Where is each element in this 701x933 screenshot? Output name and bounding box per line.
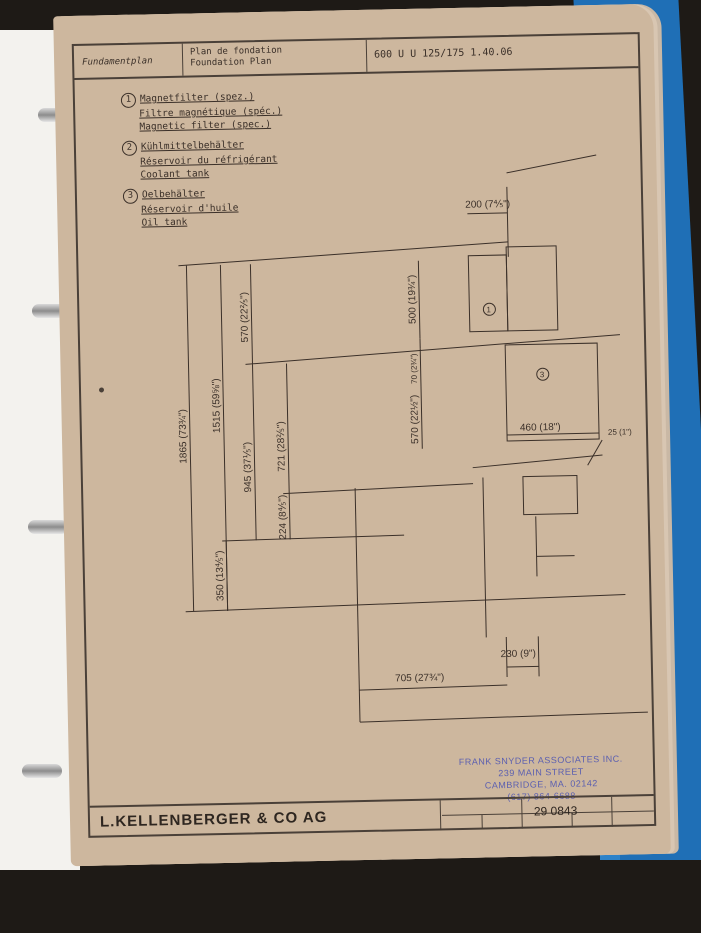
- drawing-sheet: Fundamentplan Plan de fondation Foundati…: [53, 3, 671, 867]
- ref-line-upper: [506, 154, 597, 174]
- title-block: L.KELLENBERGER & CO AG 29 0843: [89, 793, 655, 838]
- drawing-frame: Fundamentplan Plan de fondation Foundati…: [71, 32, 657, 838]
- coolant-tank-outline: [505, 245, 559, 332]
- oil-tank-outline: [504, 342, 600, 442]
- pump-outline: [522, 474, 579, 516]
- binder-ring-3: [28, 520, 68, 534]
- ref-line-low: [222, 534, 405, 542]
- marker-circle-1: [482, 302, 496, 316]
- base-outline-left: [354, 488, 361, 723]
- revision-grid: [441, 796, 654, 830]
- dim-1515: 1515 (59⅝"): [211, 378, 223, 433]
- magnetic-filter-outline: [467, 254, 509, 333]
- dim-570a: 570 (22⅖"): [239, 292, 251, 343]
- dim-ext-230: [537, 636, 540, 677]
- dim-ext-200: [506, 186, 509, 257]
- base-outline-top: [472, 454, 603, 469]
- dim-line-570a: [249, 264, 253, 365]
- pipe-outline: [535, 516, 538, 577]
- dim-460: 460 (18"): [520, 422, 561, 434]
- base-outline-inner: [482, 477, 487, 638]
- ref-line-mid: [245, 334, 620, 365]
- dim-721: 721 (28⅖"): [276, 421, 288, 472]
- marker-circle-3: [536, 367, 550, 381]
- dim-70: 70 (2¾"): [409, 353, 419, 384]
- marker-1: 1: [486, 305, 491, 314]
- dim-line-200: [467, 212, 508, 215]
- dim-ext-230: [505, 637, 508, 678]
- dim-line-350: [225, 540, 229, 611]
- company-name: L.KELLENBERGER & CO AG: [99, 808, 328, 831]
- dim-line-500: [417, 260, 421, 339]
- pipe-outline: [536, 555, 575, 557]
- dim-224: 224 (8⅘"): [277, 495, 289, 540]
- dim-945: 945 (37⅕"): [242, 442, 254, 493]
- dim-line-460: [507, 432, 600, 436]
- dim-line-570b: [419, 348, 423, 449]
- dim-line-945: [251, 364, 257, 541]
- binder-ring-4: [22, 764, 62, 778]
- dim-500: 500 (19¾"): [407, 275, 419, 324]
- base-outline-slope: [587, 439, 603, 466]
- dim-705: 705 (27¾"): [395, 672, 444, 684]
- ref-line-top: [178, 241, 509, 267]
- dim-1865: 1865 (73¾"): [177, 409, 189, 464]
- dim-line-721: [285, 363, 290, 494]
- dim-line-1865: [185, 265, 195, 612]
- ref-line-base: [359, 711, 648, 723]
- dim-200: 200 (7⅘"): [465, 199, 510, 211]
- dim-line-705: [359, 684, 508, 691]
- dim-25: 25 (1"): [608, 427, 632, 437]
- ref-line-224: [283, 483, 474, 495]
- foundation-drawing: 1 3 1865 (73¾") 1515 (59⅝") 570 (22⅖") 9…: [177, 154, 648, 723]
- dim-350: 350 (13⅘"): [214, 550, 226, 601]
- drawing-number: 29 0843: [533, 803, 578, 819]
- dim-line-230: [506, 665, 539, 668]
- dim-570b: 570 (22½"): [409, 395, 421, 444]
- ref-line-bottom: [185, 594, 626, 613]
- dim-line-224: [288, 493, 291, 540]
- marker-3: 3: [540, 370, 545, 379]
- dim-230: 230 (9"): [501, 648, 536, 660]
